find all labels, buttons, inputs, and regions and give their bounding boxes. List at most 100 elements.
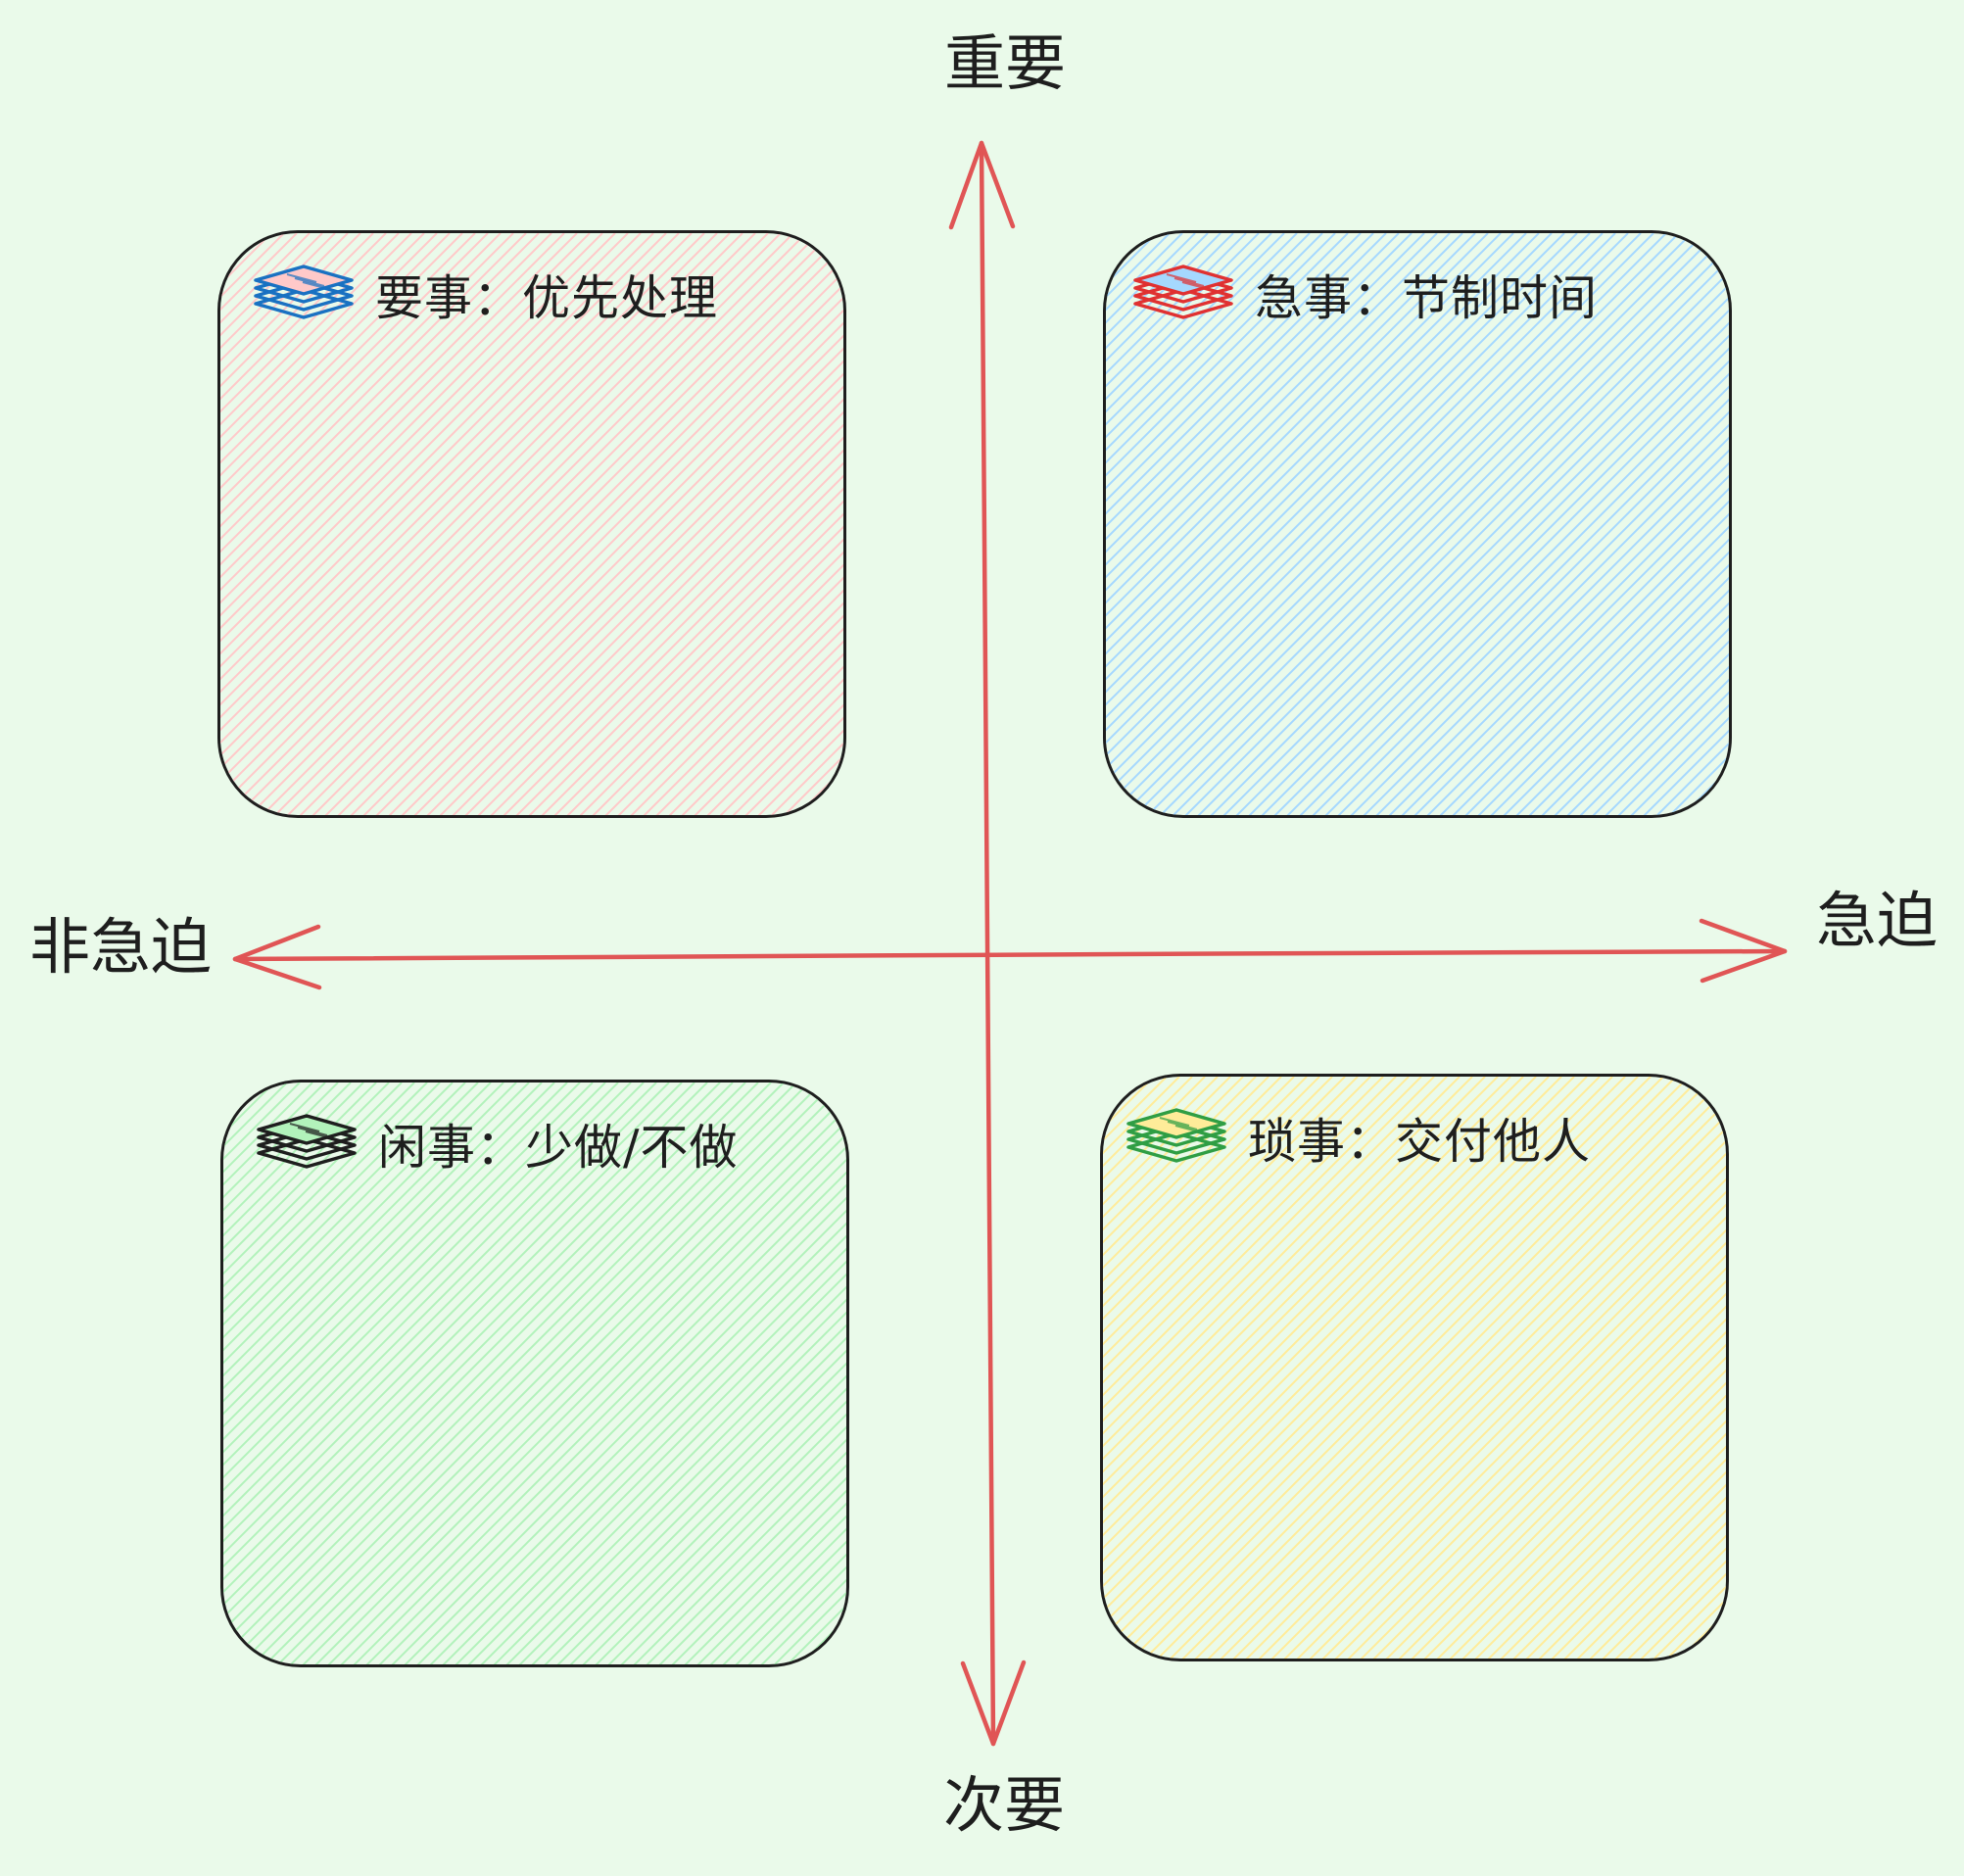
- hatch-line: [220, 233, 387, 401]
- hatch-line: [719, 691, 843, 815]
- hatch-line: [1515, 601, 1729, 815]
- hatch-line: [1401, 487, 1729, 815]
- hatch-line: [694, 665, 843, 815]
- hatch-line: [1106, 233, 1336, 464]
- hatch-line: [493, 1311, 846, 1664]
- hatch-line: [684, 1502, 846, 1664]
- hatch-line: [1551, 1483, 1726, 1659]
- sheet-line: [294, 277, 325, 287]
- hatch-line: [1103, 1077, 1639, 1613]
- hatch-line: [223, 1082, 619, 1479]
- hatch-line: [1181, 1114, 1726, 1659]
- hatch-line: [786, 1604, 846, 1664]
- hatch-line: [1103, 1077, 1371, 1346]
- hatch-line: [1528, 614, 1729, 815]
- hatch-line: [490, 461, 843, 815]
- hatch-line: [223, 1082, 415, 1275]
- hatch-line: [1103, 1077, 1448, 1422]
- hatch-line: [480, 1298, 846, 1664]
- hatch-line: [1106, 233, 1387, 515]
- hatch-line: [222, 233, 807, 815]
- quadrant-header: 琐事：交付他人: [1123, 1102, 1591, 1173]
- hatch-line: [1413, 500, 1729, 815]
- hatch-line: [220, 233, 451, 464]
- hatch-line: [223, 1082, 555, 1416]
- quadrant-unimportant-not-urgent: 闲事：少做/不做: [220, 1080, 849, 1667]
- sheet-line: [1181, 281, 1213, 291]
- hatch-line: [223, 1082, 721, 1581]
- hatch-line: [223, 1082, 517, 1377]
- hatch-line: [1106, 233, 1604, 732]
- hatch-line: [289, 1107, 846, 1664]
- vertical-axis-arrow: [948, 140, 1027, 1747]
- hatch-line: [1299, 385, 1729, 815]
- hatch-line: [1106, 233, 1514, 643]
- hatch-line: [1579, 665, 1729, 815]
- hatch-line: [223, 1082, 759, 1619]
- quadrant-header: 要事：优先处理: [250, 259, 718, 329]
- hatch-line: [340, 1158, 846, 1664]
- hatch-line: [1324, 410, 1729, 815]
- hatch-line: [1106, 233, 1654, 783]
- hatch-line: [671, 1489, 846, 1664]
- hatch-line: [1372, 1305, 1726, 1659]
- quadrant-important-urgent: 急事：节制时间: [1103, 230, 1732, 818]
- hatch-line: [1592, 678, 1729, 815]
- hatch-fill: [223, 1082, 846, 1664]
- hatch-line: [223, 1082, 746, 1607]
- hatch-line: [413, 385, 843, 815]
- hatch-line: [263, 1082, 846, 1664]
- hatch-line: [1614, 1547, 1726, 1659]
- hatch-line: [747, 1565, 846, 1664]
- hatch-line: [1477, 563, 1729, 815]
- hatch-line: [220, 233, 693, 706]
- hatch-line: [1105, 1077, 1690, 1659]
- hatch-line: [1106, 233, 1260, 388]
- hatch-line: [1103, 1077, 1295, 1270]
- hatch-line: [1103, 1077, 1524, 1499]
- hatch-line: [1627, 1560, 1726, 1659]
- hatch-line: [1103, 1077, 1410, 1384]
- hatch-line: [1363, 449, 1729, 815]
- hatch-line: [223, 1082, 645, 1505]
- hatch-line: [286, 258, 843, 815]
- hatch-line: [1602, 1534, 1726, 1659]
- sheet-shape: [1126, 1131, 1226, 1163]
- hatch-line: [1106, 233, 1247, 375]
- hatch-line: [1106, 233, 1323, 452]
- hatch-line: [1286, 372, 1729, 815]
- hatch-line: [220, 233, 438, 452]
- hatch-line: [592, 563, 843, 815]
- hatch-line: [324, 296, 843, 815]
- hatch-line: [1103, 1077, 1486, 1461]
- hatch-line: [503, 474, 843, 815]
- hatch-line: [681, 652, 843, 815]
- hatch-line: [1334, 1267, 1726, 1659]
- hatch-line: [223, 1082, 428, 1288]
- hatch-line: [541, 512, 843, 815]
- hatch-line: [1103, 1077, 1359, 1333]
- hatch-line: [1103, 1077, 1461, 1435]
- hatch-line: [1103, 1077, 1308, 1282]
- hatch-line: [518, 1336, 846, 1664]
- hatch-line: [1273, 360, 1729, 815]
- hatch-line: [1103, 1077, 1499, 1473]
- hatch-line: [350, 321, 843, 815]
- quadrant-header: 闲事：少做/不做: [253, 1108, 739, 1179]
- hatch-line: [1694, 780, 1729, 815]
- document-stack-icon: [1133, 265, 1233, 319]
- hatch-line: [607, 1425, 846, 1664]
- hatch-fill: [1106, 233, 1729, 815]
- hatch-line: [1360, 1292, 1726, 1659]
- hatch-line: [223, 1082, 326, 1186]
- hatch-line: [220, 233, 463, 477]
- hatch-line: [582, 1400, 846, 1664]
- hatch-line: [1665, 1598, 1726, 1659]
- hatch-line: [1108, 233, 1693, 815]
- hatch-line: [223, 1082, 734, 1594]
- hatch-line: [531, 1349, 846, 1664]
- hatch-line: [1103, 1077, 1473, 1448]
- hatch-line: [1103, 1077, 1562, 1537]
- hatch-line: [1103, 1077, 1613, 1588]
- hatch-line: [1103, 1077, 1206, 1180]
